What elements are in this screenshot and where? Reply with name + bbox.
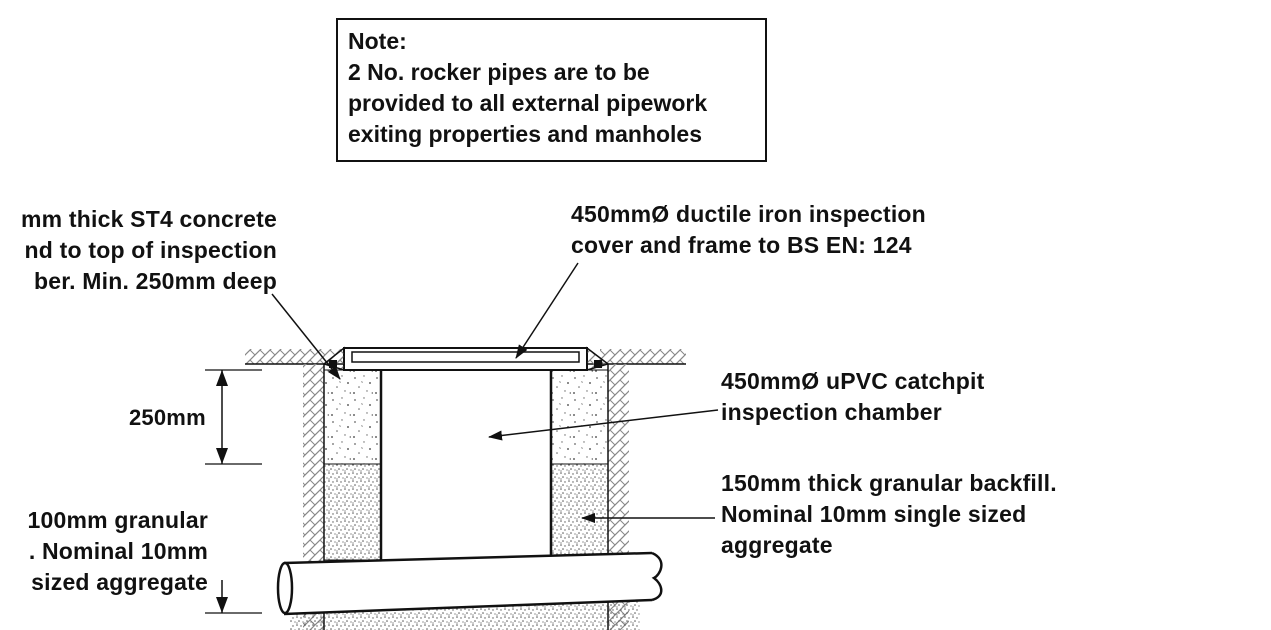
- chamber-label-line: inspection chamber: [721, 399, 942, 425]
- cover-label: 450mmØ ductile iron inspection cover and…: [571, 199, 926, 261]
- cover-frame: [322, 346, 610, 372]
- note-line: exiting properties and manholes: [348, 121, 703, 147]
- note-box: Note: 2 No. rocker pipes are to be provi…: [336, 18, 767, 162]
- note-title: Note:: [348, 28, 407, 54]
- concrete-label-line: nd to top of inspection: [24, 237, 277, 263]
- cover-label-line: 450mmØ ductile iron inspection: [571, 201, 926, 227]
- backfill-label-line: 150mm thick granular backfill.: [721, 470, 1057, 496]
- backfill-label-line: aggregate: [721, 532, 833, 558]
- dimension-250mm: [205, 369, 262, 465]
- concrete-surround: [323, 369, 609, 465]
- note-line: provided to all external pipework: [348, 90, 708, 116]
- outlet-pipe: [276, 551, 663, 616]
- cover-label-line: cover and frame to BS EN: 124: [571, 232, 912, 258]
- note-line: 2 No. rocker pipes are to be: [348, 59, 650, 85]
- concrete-label: mm thick ST4 concrete nd to top of inspe…: [0, 204, 277, 297]
- chamber-walls: [379, 370, 553, 565]
- leader-lines: [271, 262, 719, 523]
- concrete-label-line: ber. Min. 250mm deep: [33, 268, 277, 294]
- dimension-label: 250mm: [129, 405, 206, 430]
- chamber-label: 450mmØ uPVC catchpit inspection chamber: [721, 366, 984, 428]
- bed-label: 100mm granular . Nominal 10mm sized aggr…: [0, 505, 208, 598]
- bed-label-line: sized aggregate: [31, 569, 208, 595]
- bed-label-line: . Nominal 10mm: [28, 538, 208, 564]
- dimension-100mm: [205, 580, 262, 614]
- chamber-label-line: 450mmØ uPVC catchpit: [721, 368, 985, 394]
- backfill-label: 150mm thick granular backfill. Nominal 1…: [721, 468, 1057, 561]
- bed-label-line: 100mm granular: [27, 507, 208, 533]
- concrete-label-line: mm thick ST4 concrete: [20, 206, 277, 232]
- backfill-label-line: Nominal 10mm single sized: [721, 501, 1027, 527]
